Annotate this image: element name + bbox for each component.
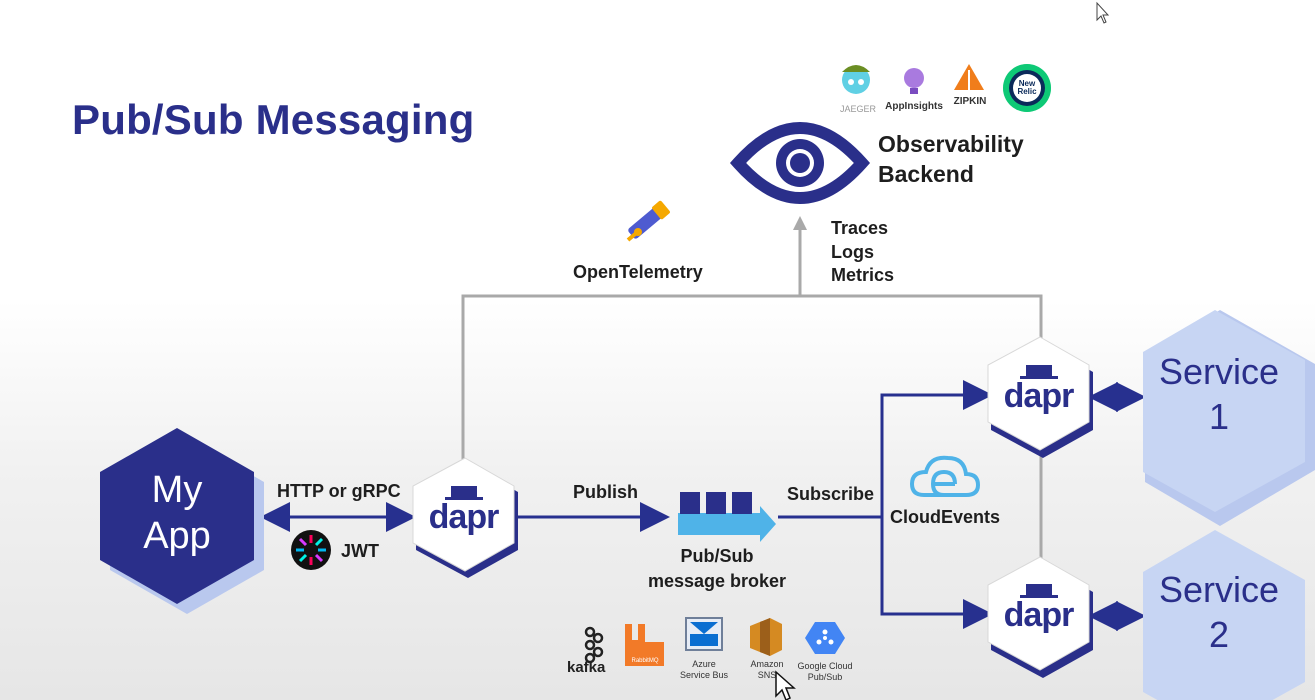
vendor-jaeger: JAEGER bbox=[839, 104, 876, 114]
protocol-label: HTTP or gRPC bbox=[277, 481, 401, 501]
broker-sns-line2: SNS bbox=[757, 670, 777, 680]
broker-kafka-label: kafka bbox=[567, 659, 606, 676]
opentelemetry-label: OpenTelemetry bbox=[573, 262, 703, 282]
broker-label-line2: message broker bbox=[647, 571, 787, 591]
service2-label-line1: Service bbox=[1158, 569, 1280, 610]
mouse-cursor-bottom bbox=[775, 670, 796, 700]
zipkin-icon bbox=[954, 64, 984, 90]
dapr-label-publisher: dapr bbox=[428, 498, 500, 536]
vendor-zipkin: ZIPKIN bbox=[953, 96, 987, 107]
dapr-hex-publisher bbox=[412, 457, 518, 578]
service1-label-line2: 1 bbox=[1208, 396, 1230, 437]
my-app-label-line2: App bbox=[143, 515, 211, 557]
telemetry-lines bbox=[461, 222, 1043, 560]
page-title: Pub/Sub Messaging bbox=[72, 96, 475, 143]
service1-hexagon bbox=[1143, 310, 1315, 526]
broker-gcp-line1: Google Cloud bbox=[797, 661, 853, 671]
kafka-icon bbox=[584, 626, 604, 664]
observability-title-line1: Observability bbox=[878, 131, 1024, 157]
vendor-newrelic: New Relic bbox=[1017, 79, 1037, 96]
broker-rabbitmq-label: RabbitMQ bbox=[631, 658, 659, 664]
broker-azure-line2: Service Bus bbox=[679, 670, 729, 680]
signal-traces: Traces bbox=[831, 218, 889, 238]
broker-sns-line1: Amazon bbox=[750, 659, 784, 669]
publish-label: Publish bbox=[573, 482, 639, 502]
dapr-hex-service2 bbox=[987, 556, 1093, 678]
broker-azure-line1: Azure bbox=[692, 659, 716, 669]
telemetry-arrowhead bbox=[793, 216, 807, 230]
broker-label-line1: Pub/Sub bbox=[680, 546, 754, 566]
appinsights-icon bbox=[904, 68, 924, 94]
signal-logs: Logs bbox=[831, 242, 874, 262]
cloudevents-icon bbox=[909, 455, 981, 497]
message-queue-icon bbox=[678, 492, 776, 542]
azure-service-bus-icon bbox=[685, 617, 723, 651]
subscribe-label: Subscribe bbox=[787, 484, 875, 504]
jwt-label: JWT bbox=[341, 541, 379, 561]
opentelemetry-icon bbox=[626, 200, 670, 242]
signal-metrics: Metrics bbox=[831, 265, 895, 285]
dapr-hex-service1 bbox=[987, 336, 1093, 458]
service2-hexagon bbox=[1143, 530, 1305, 700]
rabbitmq-icon bbox=[625, 624, 664, 666]
jaeger-icon bbox=[842, 65, 870, 94]
dapr-label-service1: dapr bbox=[1003, 377, 1075, 415]
service1-label-line1: Service bbox=[1158, 351, 1280, 392]
google-pubsub-icon bbox=[805, 622, 845, 654]
observability-title-line2: Backend bbox=[878, 161, 974, 187]
cloudevents-label: CloudEvents bbox=[890, 507, 1001, 527]
service2-label-line2: 2 bbox=[1208, 614, 1230, 655]
dapr-label-service2: dapr bbox=[1003, 596, 1075, 634]
vendor-appinsights: AppInsights bbox=[885, 101, 943, 112]
eye-icon bbox=[729, 122, 871, 204]
my-app-label-line1: My bbox=[151, 469, 203, 511]
broker-gcp-line2: Pub/Sub bbox=[807, 672, 843, 682]
mouse-cursor-top bbox=[1096, 1, 1110, 24]
amazon-sns-icon bbox=[750, 618, 782, 656]
my-app-hexagon bbox=[100, 428, 264, 614]
fanout-to-service1 bbox=[880, 380, 993, 517]
jwt-icon bbox=[291, 530, 331, 570]
fanout-to-service2 bbox=[880, 517, 993, 629]
newrelic-icon bbox=[1003, 64, 1051, 112]
